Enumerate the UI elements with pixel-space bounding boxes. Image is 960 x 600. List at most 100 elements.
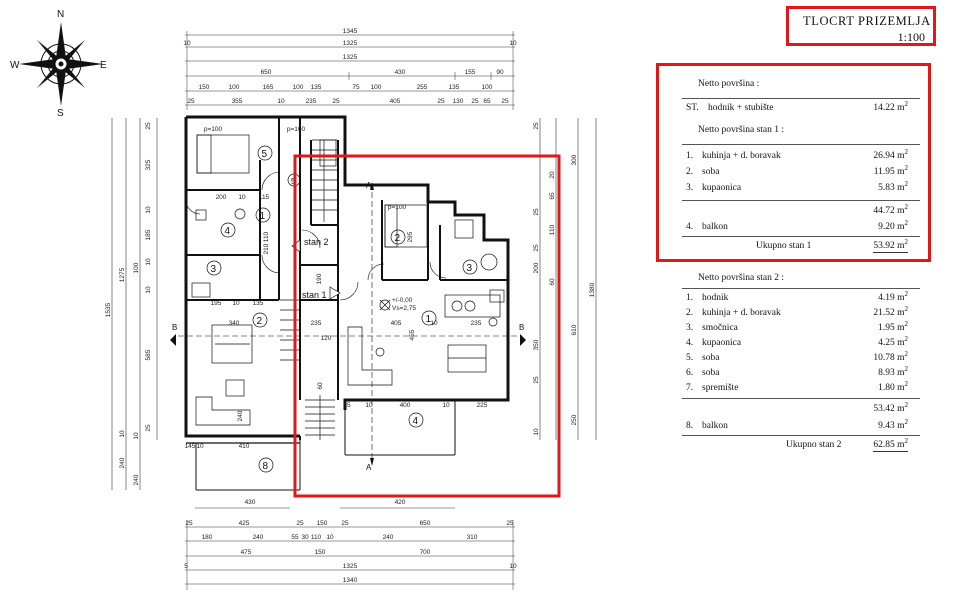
section-markers: A A B B xyxy=(170,181,526,472)
bottom-dimension: 25 xyxy=(341,520,349,527)
right-dimension: 110 xyxy=(549,224,556,235)
left-dimension: 25 xyxy=(145,122,152,130)
right-dimension: 300 xyxy=(571,154,578,165)
left-dimension: 240 xyxy=(119,457,126,468)
title-block: TLOCRT PRIZEMLJA 1:100 xyxy=(786,6,936,46)
inner-dimension: 295 xyxy=(407,231,414,242)
right-dimension: 20 xyxy=(549,171,556,179)
right-dimension: 25 xyxy=(533,122,540,130)
inner-dimension: 405 xyxy=(391,320,402,327)
top-dimension: 25 xyxy=(501,98,509,105)
bottom-dimension: 25 xyxy=(296,520,304,527)
bottom-dimension: 5 xyxy=(184,563,188,570)
compass-n: N xyxy=(57,9,64,20)
inner-dimension: p=100 xyxy=(204,126,223,133)
left-dimension: 10 xyxy=(119,430,126,438)
inner-dimension: 10 xyxy=(238,194,246,201)
inner-dimension: 200 xyxy=(216,194,227,201)
stan1-label: stan 1 xyxy=(302,290,327,300)
top-dimension: 25 xyxy=(437,98,445,105)
left-dimension: 185 xyxy=(145,229,152,240)
inner-dimension: 135 xyxy=(253,300,264,307)
left-dimension: 240 xyxy=(133,474,140,485)
inner-dimension: 115 xyxy=(259,194,270,201)
top-dimension: 355 xyxy=(232,98,243,105)
inner-dimension: 10 xyxy=(365,402,373,409)
compass-s: S xyxy=(57,108,64,119)
inner-dimension: 55 xyxy=(343,402,351,409)
inner-dimension: 190 xyxy=(316,273,323,284)
inner-dimension: 240 xyxy=(237,410,244,421)
table-total: Ukupno stan 1 53.92 m2 xyxy=(756,238,908,253)
top-dimension: 405 xyxy=(390,98,401,105)
room-number: 4 xyxy=(413,416,419,427)
side-dimension-lines xyxy=(111,118,597,490)
right-dimension: 25 xyxy=(533,376,540,384)
compass-rose-icon xyxy=(19,22,103,106)
bottom-dimension: 700 xyxy=(420,549,431,556)
top-dimension: 100 xyxy=(293,84,304,91)
inner-dimension: 420 xyxy=(395,499,406,506)
bottom-dimension: 240 xyxy=(383,534,394,541)
bottom-dimension: 475 xyxy=(241,549,252,556)
top-dimension-lines xyxy=(185,31,515,110)
table-row: 2.soba 11.95 m2 xyxy=(686,164,908,177)
inner-dimension: 225 xyxy=(477,402,488,409)
bottom-dimension: 25 xyxy=(185,520,193,527)
top-dimension: 1345 xyxy=(343,28,358,35)
bottom-dimension-lines xyxy=(185,507,515,590)
left-dimension: 10 xyxy=(145,206,152,214)
side-dimension-texts: 1535127525325101851010010585251024010240… xyxy=(105,122,596,485)
room-numbers: 5 1 4 3 2 2 3 1 4 8 5 xyxy=(206,145,478,473)
right-dimension: 60 xyxy=(549,278,556,286)
left-dimension: 1535 xyxy=(105,302,112,317)
top-dimension: 100 xyxy=(229,84,240,91)
inner-dimension: 110 xyxy=(263,231,270,242)
inner-dimension: 120 xyxy=(321,335,332,342)
inner-dimension: p=100 xyxy=(388,204,407,211)
left-dimension: 585 xyxy=(145,349,152,360)
right-dimension: 65 xyxy=(549,192,556,200)
area-table-stan1: Netto površina : ST. hodnik + stubište 1… xyxy=(682,68,920,258)
bottom-dimension: 1340 xyxy=(343,577,358,584)
room-number: 3 xyxy=(211,264,217,275)
table-subheading: Netto površina stan 1 : xyxy=(698,125,785,135)
room-number: 8 xyxy=(263,461,269,472)
top-dimension: 650 xyxy=(261,69,272,76)
top-dimension: 255 xyxy=(417,84,428,91)
left-dimension: 1275 xyxy=(119,267,126,282)
top-dimension: 130 xyxy=(453,98,464,105)
bottom-dimension: 1325 xyxy=(343,563,358,570)
compass-w: W xyxy=(10,60,20,71)
top-dimension: 25 xyxy=(332,98,340,105)
compass-e: E xyxy=(100,60,107,71)
bottom-dimension: 25 xyxy=(506,520,514,527)
room-number: 2 xyxy=(395,233,401,244)
left-dimension: 325 xyxy=(145,159,152,170)
top-dimension: 10 xyxy=(183,40,191,47)
bottom-dimension: 310 xyxy=(467,534,478,541)
level-top: +/-0,00 xyxy=(392,297,413,304)
inner-dimension: 10 xyxy=(442,402,450,409)
top-dimension: 135 xyxy=(311,84,322,91)
bottom-dimension: 150 xyxy=(315,549,326,556)
bottom-dimension: 650 xyxy=(420,520,431,527)
inner-dimension: 235 xyxy=(311,320,322,327)
room-number: 1 xyxy=(260,211,266,222)
inner-dimension: 210 xyxy=(263,243,270,254)
inner-dimension: 235 xyxy=(471,320,482,327)
inner-dimension: 10 xyxy=(196,443,204,450)
top-dimension: 25 xyxy=(187,98,195,105)
top-dimension: 235 xyxy=(306,98,317,105)
right-dimension: 1380 xyxy=(589,282,596,297)
drawing-title: TLOCRT PRIZEMLJA xyxy=(803,14,931,28)
inner-dimension: 430 xyxy=(245,499,256,506)
